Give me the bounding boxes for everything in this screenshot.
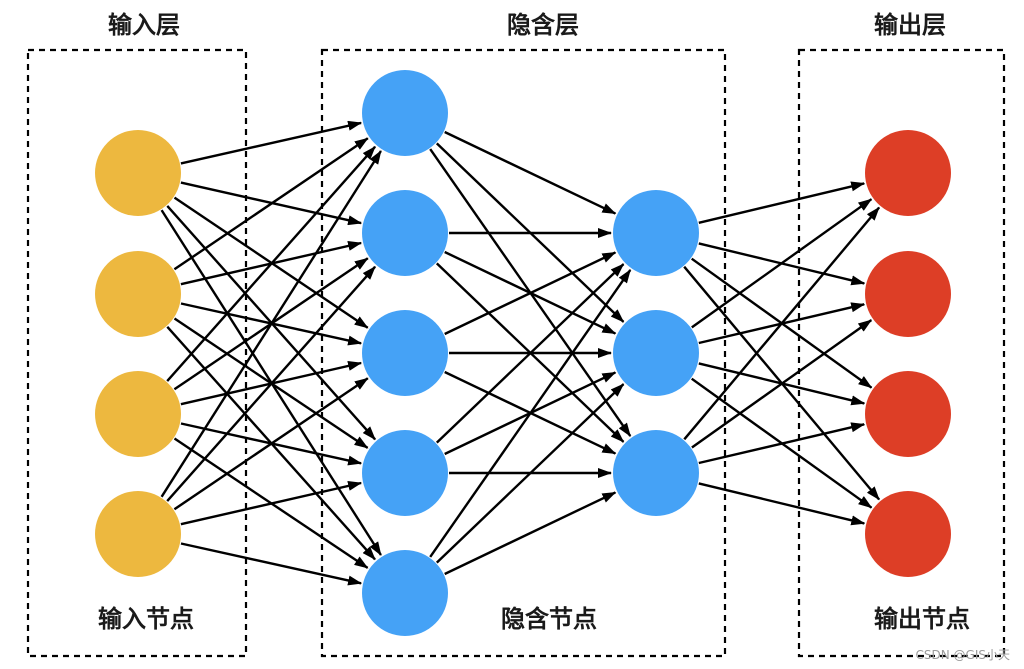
connections-group — [160, 120, 881, 586]
hidden1-node-5 — [362, 550, 448, 636]
connection-arrow-hidden2-3-to-output-1 — [683, 206, 881, 441]
hidden-node-caption: 隐含节点 — [501, 605, 597, 633]
connection-arrow-hidden1-4-to-hidden2-1 — [435, 263, 625, 444]
hidden1-node-3 — [362, 310, 448, 396]
connection-arrow-hidden2-2-to-output-1 — [691, 198, 873, 329]
input-node-3 — [95, 371, 181, 457]
connection-arrow-hidden1-3-to-hidden2-1 — [444, 251, 617, 336]
connection-arrow-hidden2-3-to-output-3 — [698, 422, 866, 465]
input-node-caption: 输入节点 — [98, 605, 194, 633]
input-layer-title: 输入层 — [108, 11, 180, 39]
output-node-2 — [865, 251, 951, 337]
output-layer-box — [797, 48, 1006, 658]
connection-arrow-hidden1-5-to-hidden2-1 — [429, 269, 632, 558]
hidden-layer-box — [320, 48, 727, 658]
output-node-4 — [865, 491, 951, 577]
connection-arrow-input-4-to-hidden1-4 — [180, 481, 363, 526]
hidden1-node-1 — [362, 70, 448, 156]
connection-arrow-hidden1-5-to-hidden2-3 — [444, 491, 617, 576]
connection-arrow-input-3-to-hidden1-1 — [166, 145, 376, 382]
input-node-4 — [95, 491, 181, 577]
connection-arrow-hidden1-5-to-hidden2-2 — [435, 383, 625, 564]
input-layer-box — [26, 48, 248, 658]
output-node-caption: 输出节点 — [874, 605, 970, 633]
output-layer-title: 输出层 — [874, 11, 946, 39]
input-node-1 — [95, 130, 181, 216]
hidden2-node-3 — [613, 430, 699, 516]
connection-arrow-input-4-to-hidden1-3 — [173, 377, 369, 511]
hidden2-node-1 — [613, 190, 699, 276]
input-node-2 — [95, 251, 181, 337]
connection-arrow-input-2-to-hidden1-1 — [173, 137, 369, 271]
connection-arrow-input-4-to-hidden1-1 — [160, 150, 382, 498]
nodes-group — [95, 70, 951, 636]
connection-arrow-input-4-to-hidden1-5 — [180, 542, 363, 586]
connection-arrow-hidden1-1-to-hidden2-1 — [444, 130, 617, 215]
connection-arrow-hidden2-1-to-output-1 — [698, 181, 866, 224]
connection-arrow-input-4-to-hidden1-2 — [166, 265, 376, 502]
hidden2-node-2 — [613, 310, 699, 396]
connection-arrow-hidden2-3-to-output-2 — [691, 319, 873, 449]
connection-arrow-hidden2-3-to-output-4 — [698, 482, 866, 526]
hidden1-node-4 — [362, 430, 448, 516]
output-node-3 — [865, 371, 951, 457]
hidden-layer-title: 隐含层 — [507, 11, 579, 39]
output-node-1 — [865, 130, 951, 216]
connection-arrow-input-1-to-hidden1-1 — [180, 120, 363, 165]
watermark-text: CSDN @GIS小天 — [916, 648, 1010, 662]
hidden1-node-2 — [362, 190, 448, 276]
